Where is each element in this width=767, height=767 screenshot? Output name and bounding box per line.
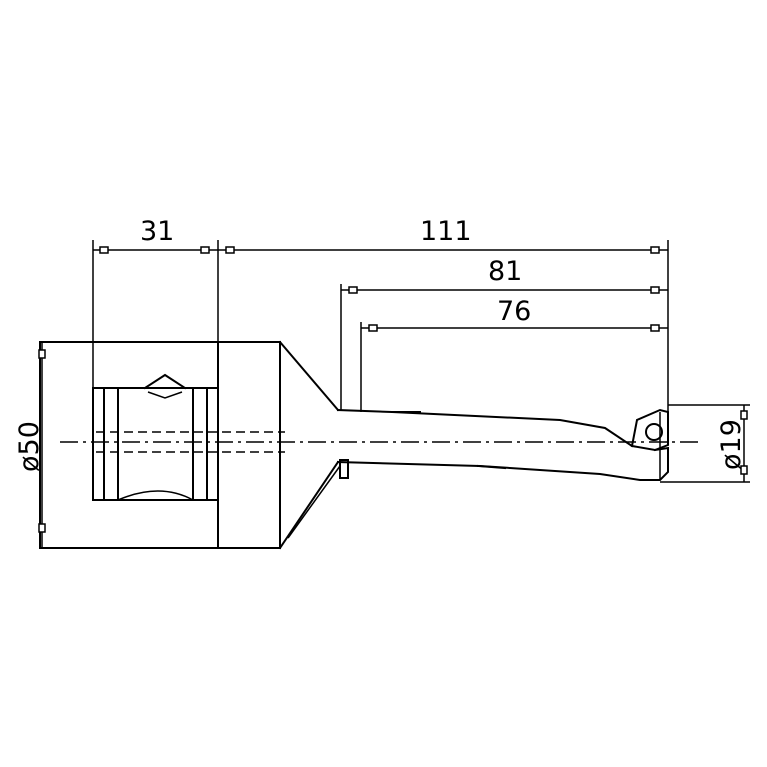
dim-d50-label: ø50	[14, 421, 45, 472]
dim-shank-length: 31	[92, 216, 219, 388]
dim-drill-diameter: ø19	[660, 404, 750, 483]
dim-81-label: 81	[488, 256, 522, 287]
taper-neck	[278, 340, 341, 550]
dim-d19-label: ø19	[716, 419, 747, 470]
dim-shank-diameter: ø50	[14, 342, 46, 548]
hidden-bore-lines	[96, 431, 285, 453]
dim-76-label: 76	[497, 296, 531, 327]
shank-body	[39, 341, 281, 549]
dim-flute-length: 81	[340, 256, 668, 410]
dim-usable-length: 76	[360, 296, 668, 412]
dim-31-label: 31	[140, 216, 174, 247]
drill-body	[336, 408, 669, 481]
dim-overall-length: 111	[218, 216, 669, 412]
dim-111-label: 111	[420, 216, 472, 247]
